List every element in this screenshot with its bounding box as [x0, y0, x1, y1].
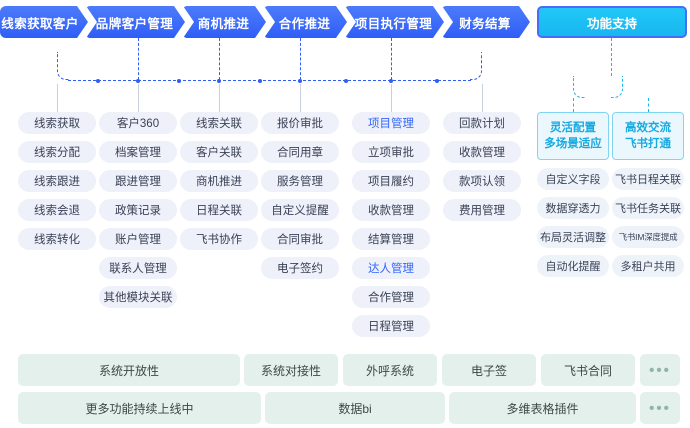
support-chip[interactable]: 多租户共用: [612, 255, 684, 277]
feature-chip[interactable]: 线索转化: [18, 228, 96, 250]
support-chip[interactable]: 飞书日程关联: [612, 168, 684, 190]
feature-chip[interactable]: 项目履约: [352, 170, 430, 192]
bus-corner-left: [57, 52, 69, 80]
support-branch-right: [611, 76, 623, 98]
bottom-bar-item[interactable]: 外呼系统: [343, 354, 437, 386]
feature-chip[interactable]: 线索跟进: [18, 170, 96, 192]
support-chip[interactable]: 布局灵活调整: [537, 226, 609, 248]
stage-stem-2: [138, 38, 139, 80]
feature-chip[interactable]: 线索会退: [18, 199, 96, 221]
more-ellipsis-button[interactable]: •••: [640, 392, 680, 424]
column-drop-6: [482, 84, 483, 112]
feature-chip[interactable]: 政策记录: [99, 199, 177, 221]
feature-chip[interactable]: 线索获取: [18, 112, 96, 134]
stage-chevron-1[interactable]: 线索获取客户: [0, 6, 88, 38]
feature-chip[interactable]: 回款计划: [443, 112, 521, 134]
support-branch-left: [573, 76, 585, 98]
stage-chevron-4[interactable]: 合作推进: [264, 6, 347, 38]
support-chip[interactable]: 自定义字段: [537, 168, 609, 190]
support-chip[interactable]: 飞书IM深度提成: [612, 226, 684, 248]
feature-chip[interactable]: 结算管理: [352, 228, 430, 250]
feature-chip[interactable]: 客户360: [99, 112, 177, 134]
support-drop-left: [573, 98, 574, 112]
support-card-line2: 飞书打通: [625, 138, 671, 150]
column-drop-3: [219, 84, 220, 112]
feature-chip[interactable]: 款项认领: [443, 170, 521, 192]
feature-chip[interactable]: 日程管理: [352, 315, 430, 337]
feature-chip[interactable]: 飞书协作: [180, 228, 258, 250]
feature-chip[interactable]: 自定义提醒: [261, 199, 339, 221]
bottom-bar-item[interactable]: 系统对接性: [244, 354, 338, 386]
support-chip[interactable]: 数据穿透力: [537, 197, 609, 219]
feature-chip[interactable]: 报价审批: [261, 112, 339, 134]
bus-junction-dot: [389, 79, 393, 83]
column-drop-2: [138, 84, 139, 112]
stage-stem-4: [300, 38, 301, 80]
support-card-1[interactable]: 灵活配置多场景适应: [537, 112, 609, 160]
feature-chip[interactable]: 档案管理: [99, 141, 177, 163]
stage-stem-3: [219, 38, 220, 80]
bottom-bar-item[interactable]: 多维表格插件: [449, 392, 636, 424]
bus-midpoint-dot: [95, 79, 100, 83]
bus-midpoint-dot: [257, 79, 262, 83]
feature-chip[interactable]: 达人管理: [352, 257, 430, 279]
feature-chip[interactable]: 线索关联: [180, 112, 258, 134]
feature-chip[interactable]: 线索分配: [18, 141, 96, 163]
feature-chip[interactable]: 联系人管理: [99, 257, 177, 279]
bottom-bar-item[interactable]: 系统开放性: [18, 354, 240, 386]
feature-chip[interactable]: 立项审批: [352, 141, 430, 163]
stage-chevron-5[interactable]: 项目执行管理: [345, 6, 444, 38]
feature-chip[interactable]: 账户管理: [99, 228, 177, 250]
feature-chip[interactable]: 客户关联: [180, 141, 258, 163]
support-drop-right: [648, 98, 649, 112]
more-ellipsis-button[interactable]: •••: [640, 354, 680, 386]
bus-midpoint-dot: [434, 79, 439, 83]
stage-chevron-2[interactable]: 品牌客户管理: [86, 6, 185, 38]
column-drop-1: [57, 84, 58, 112]
horizontal-bus: [68, 80, 471, 81]
bus-junction-dot: [298, 79, 302, 83]
bus-junction-dot: [136, 79, 140, 83]
stage-stem-5: [391, 38, 392, 80]
feature-chip[interactable]: 服务管理: [261, 170, 339, 192]
support-card-line1: 灵活配置: [550, 122, 596, 134]
support-header[interactable]: 功能支持: [537, 6, 687, 38]
support-card-line1: 高效交流: [625, 122, 671, 134]
bottom-bar-item[interactable]: 电子签: [442, 354, 536, 386]
feature-chip[interactable]: 合同用章: [261, 141, 339, 163]
feature-chip[interactable]: 日程关联: [180, 199, 258, 221]
column-drop-4: [300, 84, 301, 112]
bottom-bar-item[interactable]: 飞书合同: [541, 354, 635, 386]
bus-midpoint-dot: [176, 79, 181, 83]
feature-chip[interactable]: 商机推进: [180, 170, 258, 192]
bottom-bar-item[interactable]: 数据bi: [265, 392, 445, 424]
column-drop-5: [391, 84, 392, 112]
support-chip[interactable]: 飞书任务关联: [612, 197, 684, 219]
feature-chip[interactable]: 跟进管理: [99, 170, 177, 192]
feature-chip[interactable]: 合作管理: [352, 286, 430, 308]
feature-chip[interactable]: 合同审批: [261, 228, 339, 250]
feature-chip[interactable]: 收款管理: [443, 141, 521, 163]
support-chip[interactable]: 自动化提醒: [537, 255, 609, 277]
bus-junction-dot: [217, 79, 221, 83]
support-card-line2: 多场景适应: [544, 138, 602, 150]
stage-chevron-3[interactable]: 商机推进: [183, 6, 266, 38]
feature-chip[interactable]: 项目管理: [352, 112, 430, 134]
feature-chip[interactable]: 费用管理: [443, 199, 521, 221]
support-card-2[interactable]: 高效交流飞书打通: [612, 112, 684, 160]
support-stem-line: [611, 38, 612, 76]
feature-chip[interactable]: 收款管理: [352, 199, 430, 221]
bus-corner-right: [470, 52, 482, 80]
feature-chip[interactable]: 其他模块关联: [99, 286, 177, 308]
bottom-bar-item[interactable]: 更多功能持续上线中: [18, 392, 261, 424]
bus-midpoint-dot: [343, 79, 348, 83]
feature-chip[interactable]: 电子签约: [261, 257, 339, 279]
stage-chevron-6[interactable]: 财务结算: [442, 6, 530, 38]
